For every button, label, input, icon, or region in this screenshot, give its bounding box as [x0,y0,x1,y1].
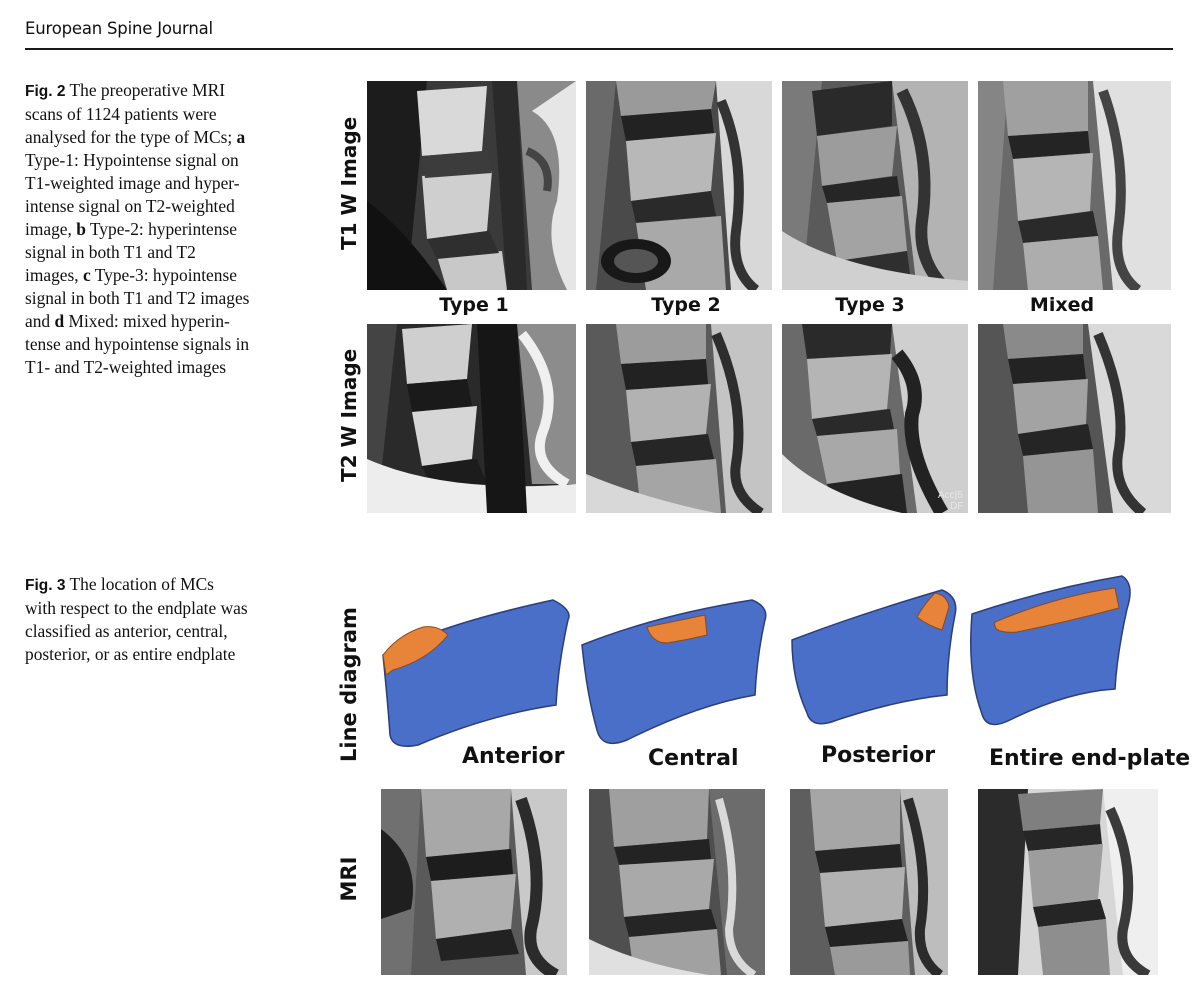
mri-anterior [381,789,567,975]
caption-line: Type-3: hypointense [90,265,237,285]
caption-line: Mixed: mixed hyperin- [64,311,230,331]
type-label-1: Type 1 [439,294,509,316]
mri-posterior [790,789,948,975]
caption-line: T1- and T2-weighted images [25,357,227,377]
caption-line: Type-2: hyperintense [85,219,237,239]
caption-line: The preoperative MRI [65,80,226,100]
diagram-posterior [791,589,957,725]
mri-t1-type2 [586,81,772,290]
caption-line: image, [25,219,77,239]
caption-line: classified as anterior, central, [25,621,228,641]
mri-t1-type3 [782,81,968,290]
mri-t2-type2 [586,324,772,513]
panel-letter-b: b [76,219,86,239]
location-label-anterior: Anterior [462,744,565,769]
row-label-line-diagram: Line diagram [337,607,361,762]
fig3-label: Fig. 3 [25,577,66,594]
caption-line: and [25,311,55,331]
location-label-entire-endplate: Entire end-plate [989,746,1191,771]
panel-letter-a: a [236,127,246,147]
type-label-2: Type 2 [651,294,721,316]
caption-line: signal in both T1 and T2 images [25,288,250,308]
mri-t2-mixed [978,324,1171,513]
caption-line: T1-weighted image and hyper- [25,173,240,193]
fig2-label: Fig. 2 [25,83,66,100]
mri-t2-type3 [782,324,968,513]
panel-letter-d: d [54,311,65,331]
scanner-overlay-line: DF [950,501,964,512]
caption-line: analysed for the type of MCs; [25,127,237,147]
header-rule [25,48,1173,50]
caption-line: images, [25,265,83,285]
mri-t2-type1 [367,324,576,513]
mri-central [589,789,765,975]
caption-line: intense signal on T2-weighted [25,196,235,216]
fig2-caption: Fig. 2 The preoperative MRI scans of 112… [25,79,290,379]
fig3-caption: Fig. 3 The location of MCs with respect … [25,573,290,666]
caption-line: The location of MCs [65,574,214,594]
row-label-t2: T2 W Image [337,348,361,482]
caption-line: posterior, or as entire endplate [25,644,236,664]
caption-line: with respect to the endplate was [25,598,248,618]
diagram-entire-endplate [970,575,1131,726]
type-label-mixed: Mixed [1029,294,1095,316]
caption-line: signal in both T1 and T2 [25,242,196,262]
mri-entire-endplate [978,789,1158,975]
mri-t1-mixed [978,81,1171,290]
scanner-overlay: Acc|5 DF [938,490,963,512]
caption-line: Type-1: Hypointense signal on [25,150,239,170]
row-label-t1: T1 W Image [337,116,361,250]
mri-t1-type1 [367,81,576,290]
diagram-central [581,599,767,745]
caption-line: tense and hypointense signals in [25,334,250,354]
caption-line: scans of 1124 patients were [25,104,217,124]
scanner-overlay-line: Acc|5 [938,490,963,501]
type-label-3: Type 3 [835,294,905,316]
location-label-central: Central [648,746,739,771]
running-head: European Spine Journal [25,19,213,38]
location-label-posterior: Posterior [821,743,936,768]
row-label-mri: MRI [337,856,361,902]
diagram-anterior [382,599,570,747]
panel-letter-c: c [82,265,91,285]
